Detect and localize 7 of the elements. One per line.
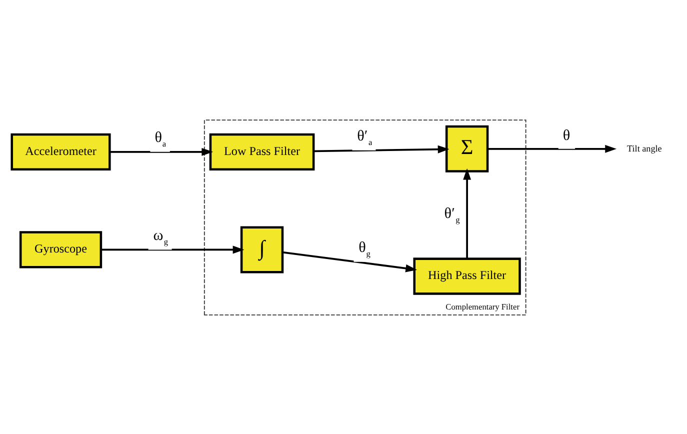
edge-label: ω$_{g}$ — [153, 226, 168, 246]
edge-label: θ$_{a}$ — [154, 128, 166, 148]
edge-label: θ — [562, 126, 570, 144]
edge-label: θ$_{g}$ — [358, 238, 370, 258]
edge-label: θ′$_{g}$ — [444, 204, 460, 224]
edge-label: θ′$_{a}$ — [357, 127, 372, 147]
node-text: Tilt angle — [627, 142, 662, 153]
